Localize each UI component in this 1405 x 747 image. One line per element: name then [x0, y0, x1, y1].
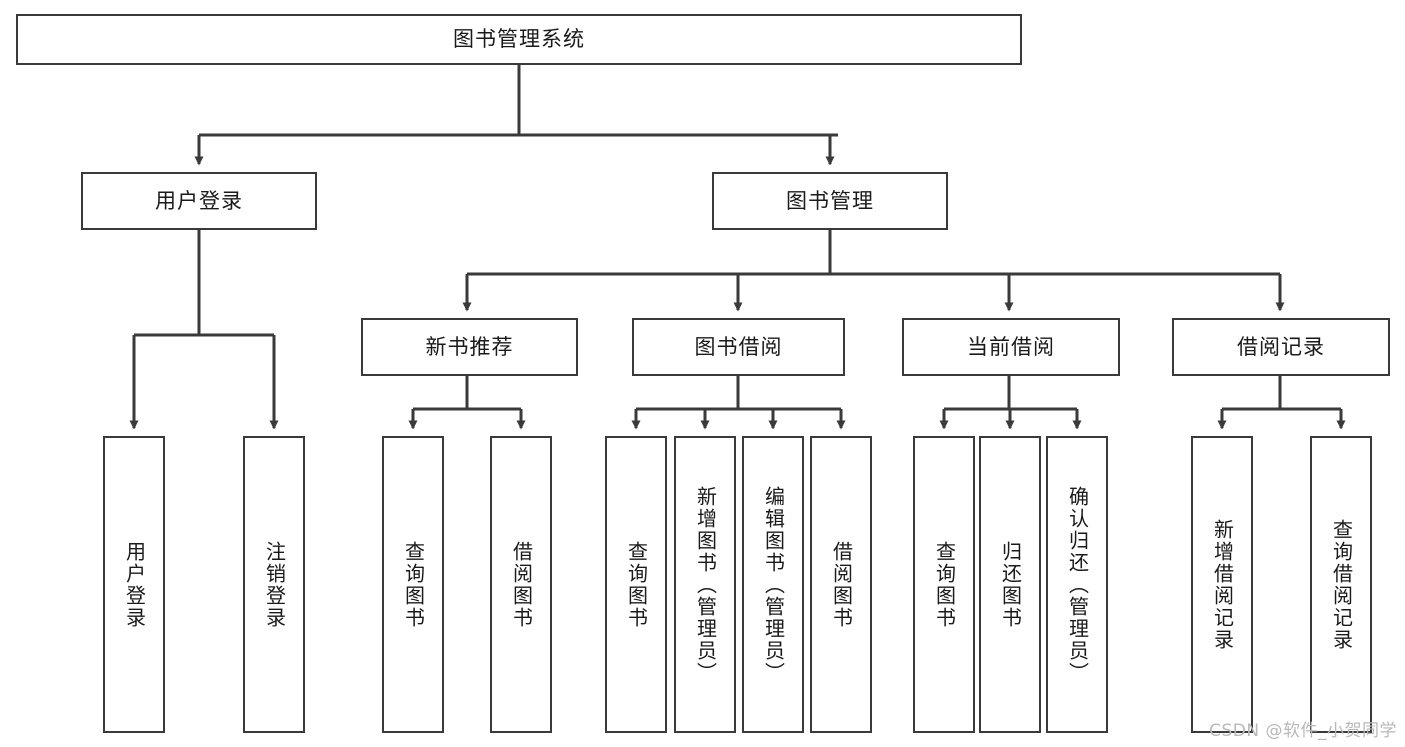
leaf-borrow-record-query-record[interactable]: 查询借阅记录 [1310, 436, 1372, 733]
node-label: 注销登录 [262, 540, 287, 629]
leaf-book-borrow-edit-book-admin[interactable]: 编辑图书（管理员） [742, 436, 804, 733]
leaf-current-borrow-query-book[interactable]: 查询图书 [913, 436, 975, 733]
node-label: 查询借阅记录 [1329, 518, 1354, 651]
node-book-management[interactable]: 图书管理 [712, 172, 948, 230]
csdn-watermark: CSDN @软件_小贺同学 [1209, 721, 1397, 741]
node-label: 用户登录 [122, 540, 147, 629]
node-label: 图书管理系统 [453, 27, 585, 51]
node-root-book-management-system[interactable]: 图书管理系统 [16, 14, 1022, 65]
leaf-user-login-login[interactable]: 用户登录 [103, 436, 165, 733]
node-label: 新增图书（管理员） [693, 485, 718, 684]
node-label: 查询图书 [932, 540, 957, 629]
node-label: 借阅图书 [829, 540, 854, 629]
leaf-new-book-borrow-book[interactable]: 借阅图书 [490, 436, 552, 733]
node-label: 查询图书 [624, 540, 649, 629]
leaf-book-borrow-add-book-admin[interactable]: 新增图书（管理员） [674, 436, 736, 733]
node-label: 新增借阅记录 [1210, 518, 1235, 651]
node-label: 借阅图书 [509, 540, 534, 629]
node-label: 用户登录 [155, 188, 243, 213]
node-label: 查询图书 [401, 540, 426, 629]
leaf-current-borrow-return-book[interactable]: 归还图书 [979, 436, 1041, 733]
node-label: 归还图书 [998, 540, 1023, 629]
node-label: 借阅记录 [1237, 334, 1325, 359]
leaf-book-borrow-borrow-book[interactable]: 借阅图书 [810, 436, 872, 733]
node-label: 图书借阅 [694, 334, 783, 359]
node-user-login[interactable]: 用户登录 [81, 172, 317, 230]
leaf-user-login-logout[interactable]: 注销登录 [243, 436, 305, 733]
node-new-book-recommendation[interactable]: 新书推荐 [361, 318, 578, 376]
leaf-borrow-record-add-record[interactable]: 新增借阅记录 [1191, 436, 1253, 733]
node-borrow-record[interactable]: 借阅记录 [1172, 318, 1390, 376]
node-label: 图书管理 [786, 188, 874, 213]
node-label: 确认归还（管理员） [1065, 485, 1090, 684]
node-label: 编辑图书（管理员） [761, 485, 786, 684]
node-book-borrow[interactable]: 图书借阅 [632, 318, 845, 376]
node-current-borrow[interactable]: 当前借阅 [902, 318, 1120, 376]
leaf-current-borrow-confirm-return-admin[interactable]: 确认归还（管理员） [1046, 436, 1108, 733]
node-label: 当前借阅 [967, 334, 1055, 359]
node-label: 新书推荐 [425, 334, 514, 359]
leaf-new-book-query-book[interactable]: 查询图书 [382, 436, 444, 733]
leaf-book-borrow-query-book[interactable]: 查询图书 [605, 436, 667, 733]
